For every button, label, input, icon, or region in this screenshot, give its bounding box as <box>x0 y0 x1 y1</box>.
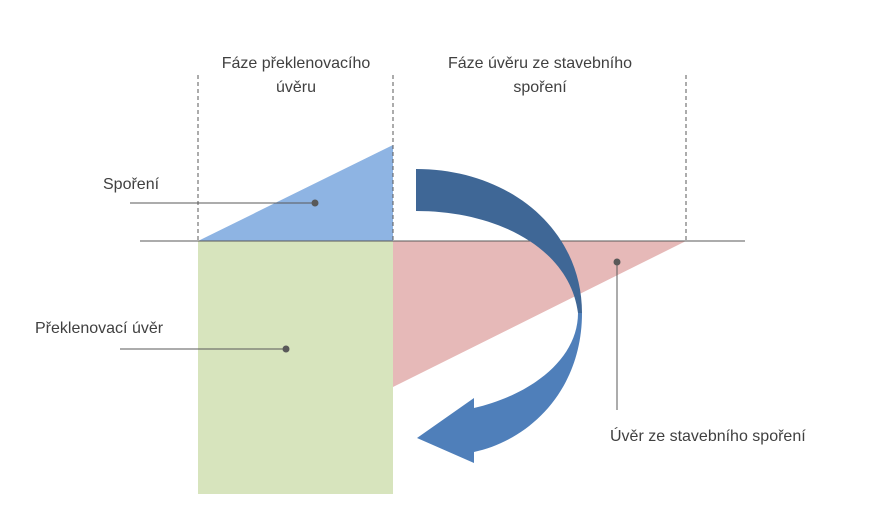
transition-arrow-upper <box>416 169 582 313</box>
label-building-savings-loan: Úvěr ze stavebního spoření <box>610 428 806 445</box>
bridging-loan-leader-dot <box>282 345 290 353</box>
building-savings-loan-leader-dot <box>613 258 621 266</box>
bridging-loan-area <box>198 241 393 494</box>
label-savings: Spoření <box>103 176 160 193</box>
phase-header-bridging: Fáze překlenovacího úvěru <box>221 55 371 96</box>
phase-header-building-savings-loan: Fáze úvěru ze stavebního spoření <box>447 55 633 96</box>
building-savings-loan-area <box>393 241 686 387</box>
savings-leader-dot <box>311 199 319 207</box>
transition-arrow-lower <box>417 313 582 463</box>
label-bridging-loan: Překlenovací úvěr <box>35 320 164 337</box>
savings-area <box>198 145 393 241</box>
